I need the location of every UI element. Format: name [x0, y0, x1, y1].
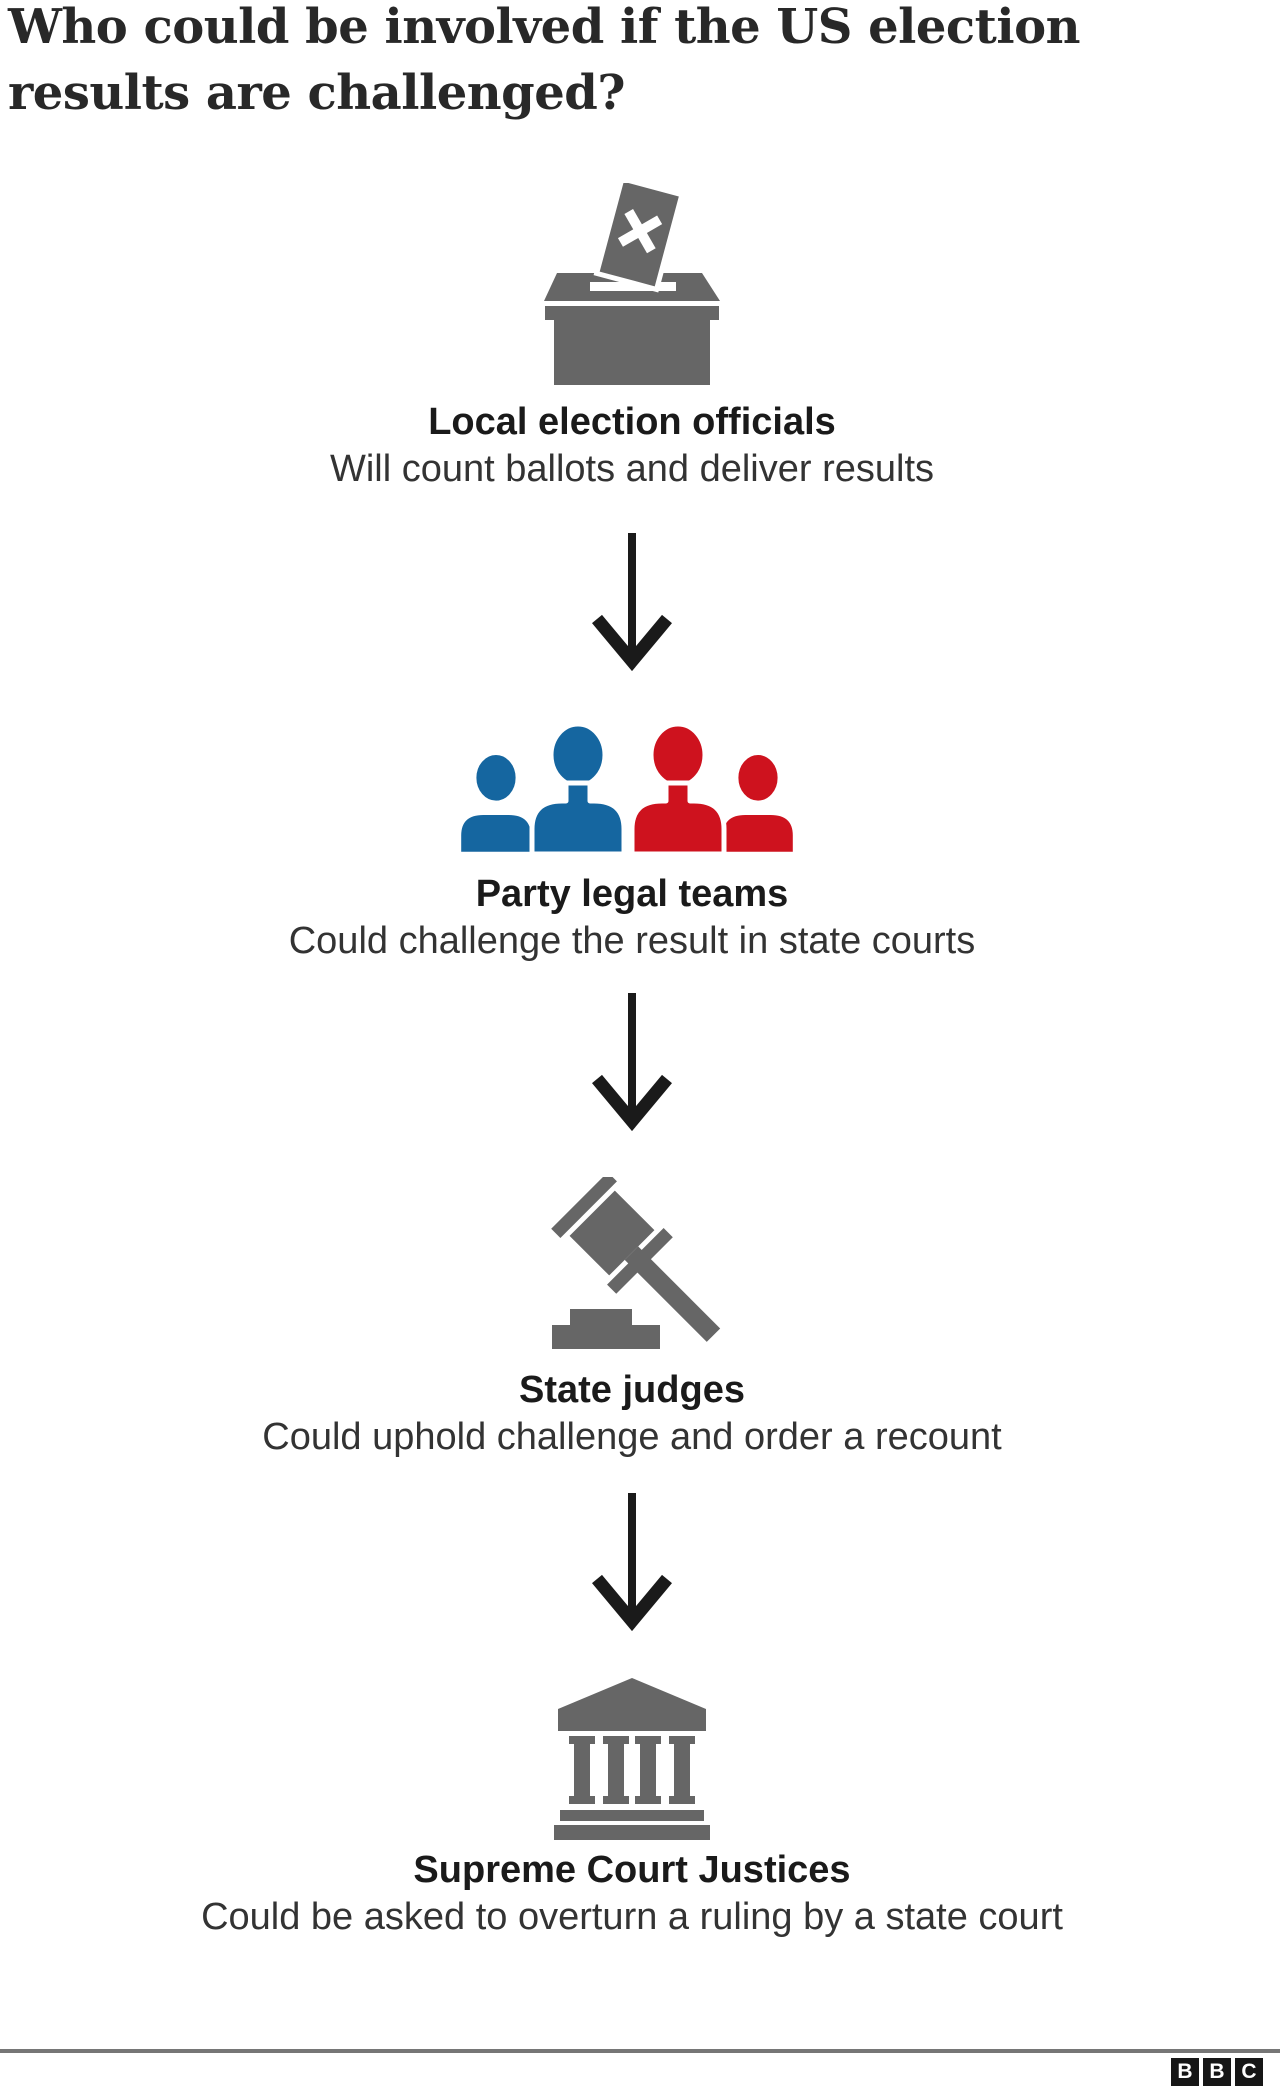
down-arrow-icon — [592, 533, 672, 672]
step-description: Will count ballots and deliver results — [329, 448, 935, 490]
step-party-legal-teams-text: Party legal teams Could challenge the re… — [0, 870, 1264, 965]
step-description: Could be asked to overturn a ruling by a… — [201, 1896, 1063, 1938]
step-description: Could challenge the result in state cour… — [288, 920, 976, 962]
bbc-logo-block: B — [1171, 2058, 1199, 2086]
flow-arrow — [0, 1493, 1264, 1633]
down-arrow-icon — [592, 1493, 672, 1632]
party-legal-teams-icon — [457, 723, 797, 853]
step-state-judges-text: State judges Could uphold challenge and … — [0, 1366, 1264, 1461]
bbc-logo-block: B — [1203, 2058, 1231, 2086]
bbc-logo: B B C — [1171, 2058, 1263, 2086]
step-heading: Party legal teams — [475, 873, 789, 915]
step-local-election-officials-text: Local election officials Will count ball… — [0, 398, 1264, 493]
footer-divider — [0, 2049, 1280, 2053]
courthouse-icon — [554, 1678, 710, 1840]
page-title-line1: Who could be involved if the US election — [8, 0, 1080, 55]
step-party-legal-teams — [0, 723, 1264, 853]
page-title-line2: results are challenged? — [8, 65, 625, 121]
page-title: Who could be involved if the US election… — [8, 0, 1208, 126]
down-arrow-icon — [592, 993, 672, 1132]
step-supreme-court — [0, 1678, 1264, 1840]
step-heading: State judges — [519, 1369, 745, 1411]
step-description: Could uphold challenge and order a recou… — [262, 1416, 1002, 1458]
step-local-election-officials — [0, 183, 1264, 385]
flow-arrow — [0, 993, 1264, 1133]
ballot-box-icon — [544, 183, 720, 385]
step-heading: Local election officials — [428, 401, 836, 443]
step-heading: Supreme Court Justices — [413, 1849, 851, 1891]
bbc-logo-block: C — [1235, 2058, 1263, 2086]
gavel-icon — [551, 1177, 721, 1349]
flow-arrow — [0, 533, 1264, 673]
step-state-judges — [0, 1177, 1264, 1349]
step-supreme-court-text: Supreme Court Justices Could be asked to… — [0, 1846, 1264, 1941]
